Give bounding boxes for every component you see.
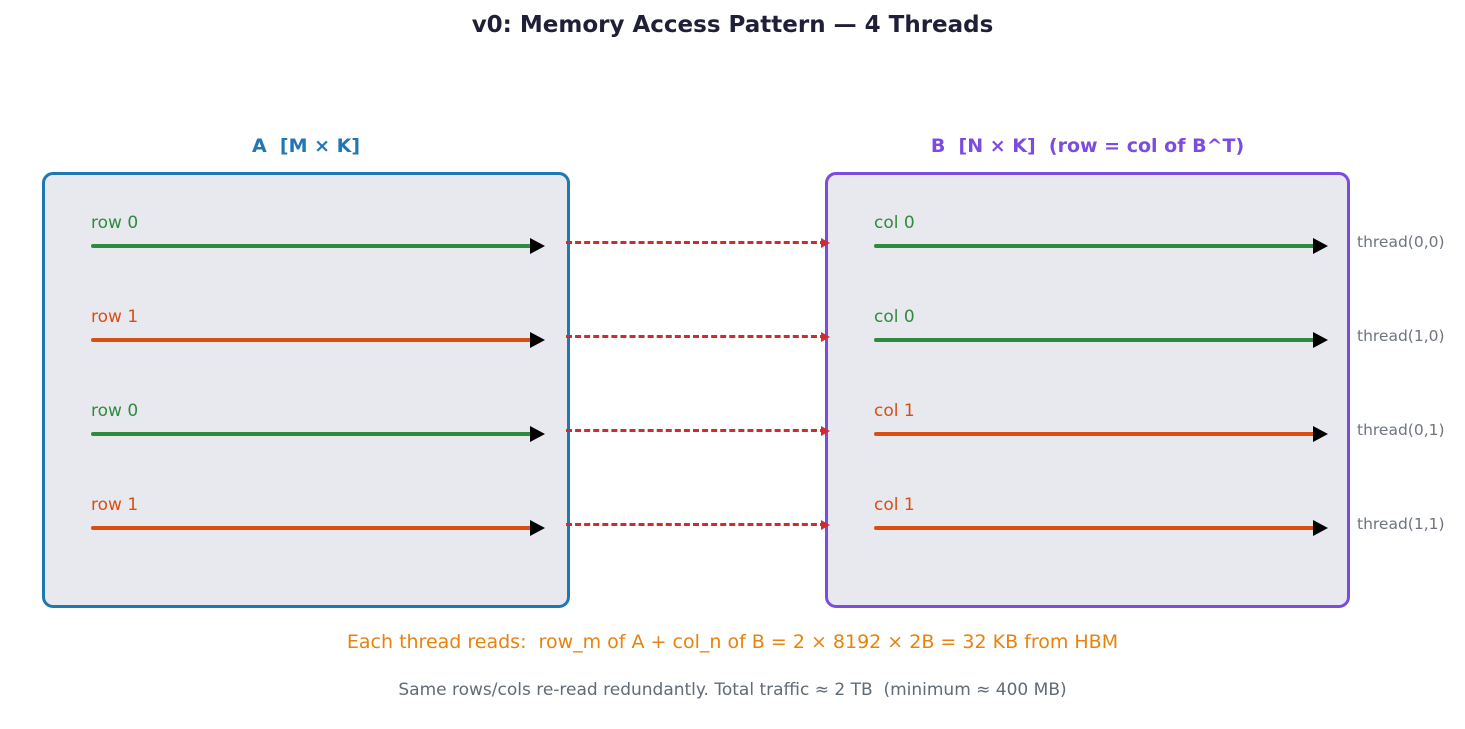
arrow-head-icon [821, 426, 830, 436]
matrix-b-row-0: col 0 [828, 213, 1347, 254]
col-label: col 0 [874, 307, 915, 327]
row-access-arrow [91, 244, 532, 248]
matrix-a-panel: row 0 row 1 row 0 row 1 [42, 172, 570, 608]
thread-connector-2 [566, 426, 830, 436]
matrix-a-row-2: row 0 [45, 401, 567, 442]
matrix-b-panel: col 0 col 0 col 1 col 1 [825, 172, 1350, 608]
diagram-title: v0: Memory Access Pattern — 4 Threads [471, 12, 994, 38]
thread-connector-0 [566, 238, 830, 248]
arrow-head-icon [821, 238, 830, 248]
matrix-a-row-1: row 1 [45, 307, 567, 348]
thread-label-0: thread(0,0) [1357, 233, 1445, 251]
row-access-arrow [91, 526, 532, 530]
col-access-arrow [874, 338, 1315, 342]
row-access-arrow [91, 432, 532, 436]
thread-label-3: thread(1,1) [1357, 515, 1445, 533]
col-access-arrow [874, 432, 1315, 436]
arrow-head-icon [530, 520, 545, 536]
matrix-a-title: A [M × K] [251, 135, 361, 157]
col-access-arrow [874, 526, 1315, 530]
arrow-head-icon [1313, 238, 1328, 254]
summary-caption: Same rows/cols re-read redundantly. Tota… [398, 680, 1067, 700]
matrix-b-title: B [N × K] (row = col of B^T) [930, 135, 1245, 157]
row-label: row 0 [91, 401, 139, 421]
arrow-head-icon [1313, 520, 1328, 536]
thread-connector-1 [566, 332, 830, 342]
row-label: row 0 [91, 213, 139, 233]
arrow-head-icon [821, 520, 830, 530]
per-thread-caption: Each thread reads: row_m of A + col_n of… [346, 631, 1119, 653]
thread-label-2: thread(0,1) [1357, 421, 1445, 439]
col-label: col 0 [874, 213, 915, 233]
matrix-a-row-3: row 1 [45, 495, 567, 536]
col-label: col 1 [874, 401, 915, 421]
matrix-a-row-0: row 0 [45, 213, 567, 254]
col-access-arrow [874, 244, 1315, 248]
matrix-b-row-2: col 1 [828, 401, 1347, 442]
arrow-head-icon [1313, 332, 1328, 348]
thread-label-1: thread(1,0) [1357, 327, 1445, 345]
row-access-arrow [91, 338, 532, 342]
arrow-head-icon [530, 238, 545, 254]
matrix-b-row-1: col 0 [828, 307, 1347, 348]
arrow-head-icon [530, 426, 545, 442]
thread-connector-3 [566, 520, 830, 530]
matrix-b-row-3: col 1 [828, 495, 1347, 536]
arrow-head-icon [821, 332, 830, 342]
arrow-head-icon [1313, 426, 1328, 442]
row-label: row 1 [91, 307, 139, 327]
col-label: col 1 [874, 495, 915, 515]
arrow-head-icon [530, 332, 545, 348]
row-label: row 1 [91, 495, 139, 515]
